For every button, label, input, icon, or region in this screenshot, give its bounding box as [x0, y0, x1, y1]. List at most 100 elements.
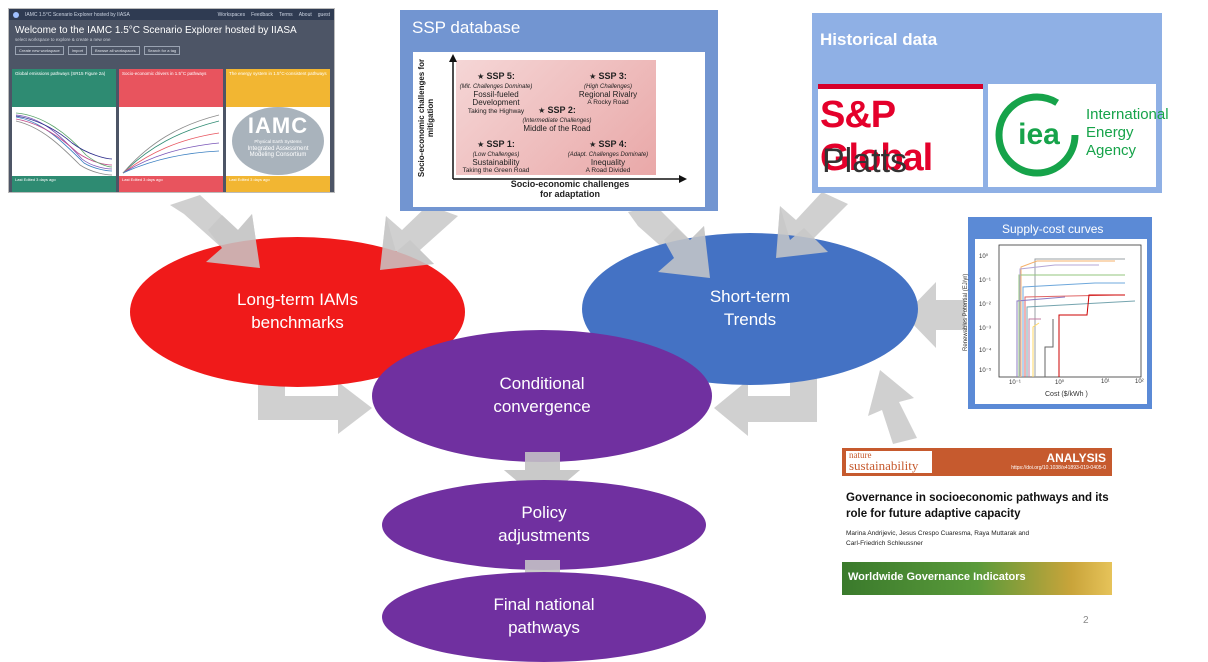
explorer-link: Feedback	[251, 11, 274, 18]
iea-circle-icon	[995, 93, 1079, 177]
ssp1-item: ★ SSP 1: (Low Challenges) Sustainability…	[456, 139, 536, 175]
explorer-card: Global emissions pathways (SR15 Figure 2…	[12, 69, 116, 192]
star-icon: ★	[589, 140, 597, 149]
explorer-welcome-subtitle: select workspace to explore & create a n…	[15, 37, 111, 42]
ssp-note: (Low Challenges)	[472, 151, 520, 158]
historical-data-title: Historical data	[820, 30, 938, 49]
explorer-button: Search for a tag	[143, 46, 181, 55]
ssp-x-axis-line: for adaptation	[540, 188, 600, 199]
iea-logo-text: iea	[1018, 118, 1060, 151]
ssp3-item: ★ SSP 3: (High Challenges) Regional Riva…	[566, 71, 650, 107]
explorer-card-footer: Last Edited 3 days ago	[12, 176, 116, 192]
paper-authors: Marina Andrijevic, Jesus Crespo Cuaresma…	[846, 529, 1029, 549]
ssp-label: SSP 4:	[598, 139, 627, 149]
ssp-name: Inequality	[590, 157, 626, 167]
supply-cost-x-tick: 10²	[1135, 379, 1144, 385]
star-icon: ★	[538, 106, 546, 115]
ssp-axes	[449, 54, 687, 183]
explorer-card: Socio-economic drivers in 1.5°C pathways…	[119, 69, 223, 192]
policy-adjustments-node: Policy adjustments	[382, 480, 706, 570]
page-number: 2	[1083, 615, 1089, 626]
paper-authors-line: Carl-Friedrich Schleussner	[846, 539, 923, 547]
sp-logo-bar	[818, 84, 983, 89]
explorer-button: Import	[67, 46, 88, 55]
scenario-explorer-screenshot: IAMC 1.5°C Scenario Explorer hosted by I…	[8, 8, 335, 193]
ssp-label: SSP 3:	[598, 71, 627, 81]
paper-title-line: role for future adaptive capacity	[846, 507, 1021, 520]
explorer-card: The energy system in 1.5°C-consistent pa…	[226, 69, 330, 192]
ssp-label: SSP 5:	[486, 71, 515, 81]
journal-logo: nature sustainability	[846, 451, 932, 473]
star-icon: ★	[477, 72, 485, 81]
explorer-topbar: IAMC 1.5°C Scenario Explorer hosted by I…	[9, 9, 334, 20]
explorer-link: About	[298, 11, 312, 18]
iamc-logo: IAMC Physical Earth Systems Integrated A…	[232, 107, 324, 175]
paper-title: Governance in socioeconomic pathways and…	[846, 491, 1109, 522]
ssp2-item: ★ SSP 2: (Intermediate Challenges) Middl…	[512, 105, 602, 133]
journal-logo-word: nature	[849, 450, 872, 460]
paper-title-line: Governance in socioeconomic pathways and…	[846, 492, 1109, 504]
supply-cost-x-tick: 10⁰	[1055, 380, 1065, 386]
supply-cost-x-axis-label: Cost ($/kWh )	[1045, 391, 1088, 398]
wgi-banner-text: Worldwide Governance Indicators	[848, 571, 1026, 583]
explorer-logo-icon	[13, 11, 19, 18]
conditional-convergence-node: Conditional convergence	[372, 330, 712, 462]
supply-cost-y-tick: 10⁰	[979, 254, 989, 260]
supply-cost-y-tick: 10⁻²	[979, 302, 991, 308]
ssp-name: Sustainability	[472, 157, 520, 167]
explorer-link: Terms	[279, 11, 293, 18]
explorer-card-footer: Last Edited 3 days ago	[226, 176, 330, 192]
ssp-tag: A Road Divided	[585, 167, 631, 175]
supply-cost-curves-graphic	[998, 244, 1142, 378]
ssp-name: Regional Rivalry	[578, 89, 638, 99]
star-icon: ★	[589, 72, 597, 81]
supply-cost-y-tick: 10⁻¹	[979, 278, 991, 284]
explorer-button: Browse all workspaces	[91, 46, 140, 55]
explorer-card-title: The energy system in 1.5°C-consistent pa…	[226, 69, 330, 107]
supply-cost-plot: Renewables Potential (EJ/yr) 10⁰ 10⁻¹ 10…	[963, 239, 1147, 404]
explorer-button: Create new workspace	[15, 46, 64, 55]
ssp5-item: ★ SSP 5: (Mit. Challenges Dominate) Foss…	[456, 71, 536, 116]
ssp4-item: ★ SSP 4: (Adapt. Challenges Dominate) In…	[566, 139, 650, 175]
ssp-label: SSP 2:	[547, 105, 576, 115]
final-national-pathways-node: Final national pathways	[382, 572, 706, 662]
ssp-name: Middle of the Road	[523, 123, 591, 133]
ssp-note: (Intermediate Challenges)	[522, 117, 592, 124]
paper-doi: https://doi.org/10.1038/s41893-019-0405-…	[1011, 465, 1106, 471]
supply-cost-x-tick: 10⁻¹	[1009, 380, 1021, 386]
journal-logo-word: sustainability	[849, 457, 919, 473]
ssp-tag: Taking the Highway	[467, 108, 525, 116]
iamc-logo-line: Modeling Consortium	[249, 152, 307, 158]
iamc-logo-text: IAMC	[247, 113, 309, 138]
iea-logo: iea International Energy Agency	[988, 84, 1169, 187]
explorer-card-title: Global emissions pathways (SR15 Figure 2…	[12, 69, 116, 107]
ssp-note: (Mit. Challenges Dominate)	[459, 83, 533, 90]
platts-logo-text: Platts	[822, 142, 908, 180]
explorer-card-title: Socio-economic drivers in 1.5°C pathways	[119, 69, 223, 107]
supply-cost-y-tick: 10⁻⁵	[979, 368, 992, 374]
sp-logo-text: S&P Global	[820, 94, 933, 179]
ssp-note: (High Challenges)	[583, 83, 633, 90]
supply-cost-y-tick: 10⁻³	[979, 326, 991, 332]
iea-name-line: International	[1086, 106, 1169, 123]
ssp-name: Fossil-fueled Development	[472, 89, 520, 108]
arrow-longterm-to-conditional	[258, 340, 372, 434]
ssp-database-title: SSP database	[412, 18, 521, 37]
wgi-banner: Worldwide Governance Indicators	[842, 562, 1112, 595]
emissions-pathways-thumbnail	[15, 112, 113, 176]
explorer-link: Workspaces	[217, 11, 246, 18]
socioeconomic-drivers-thumbnail	[122, 114, 220, 174]
arrow-supply-to-shortterm	[904, 282, 965, 348]
ssp-y-axis-label: Socio-economic challenges for mitigation	[417, 58, 435, 178]
supply-cost-title: Supply-cost curves	[1002, 222, 1104, 236]
supply-cost-y-tick: 10⁻⁴	[979, 348, 992, 354]
arrow-paper-to-conditional	[868, 370, 917, 444]
ssp-x-axis-line: Socio-economic challenges	[510, 179, 630, 189]
supply-cost-y-axis-label: Renewables Potential (EJ/yr)	[963, 273, 969, 351]
iea-name-line: Energy Agency	[1086, 124, 1137, 159]
ssp-x-axis-label: Socio-economic challenges for adaptation	[470, 179, 670, 200]
paper-authors-line: Marina Andrijevic, Jesus Crespo Cuaresma…	[846, 530, 1030, 537]
paper-type: ANALYSIS	[1046, 451, 1106, 465]
ssp-tag: A Rocky Road	[587, 99, 629, 107]
ssp-label: SSP 1:	[486, 139, 515, 149]
